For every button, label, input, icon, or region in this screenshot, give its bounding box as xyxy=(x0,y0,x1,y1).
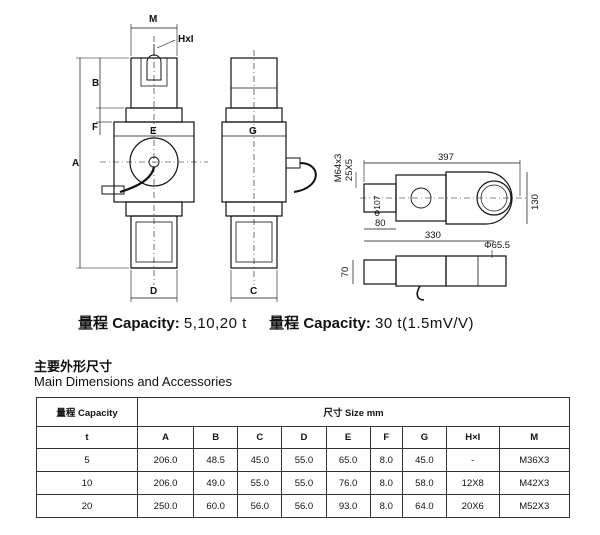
table-cell: 250.0 xyxy=(136,494,195,518)
table-row: t A B C D E F G H×I M xyxy=(36,425,570,450)
column-header: D xyxy=(281,425,327,450)
column-header: M xyxy=(498,425,570,450)
table-cell: 58.0 xyxy=(401,471,448,496)
table-cell: 60.0 xyxy=(193,494,239,518)
dimensions-table: 量程 Capacity 尺寸 Size mm t A B C D E F G H… xyxy=(36,397,570,518)
size-header-cell: 尺寸 Size mm xyxy=(137,397,570,427)
capacity-cn-2: 量程 xyxy=(269,315,300,332)
table-cell: 20X6 xyxy=(446,494,500,518)
table-cell: 56.0 xyxy=(281,494,327,518)
column-header: H×I xyxy=(446,425,500,450)
capacity-label-1: Capacity: xyxy=(112,315,180,332)
dim-d-label: D xyxy=(150,286,157,297)
column-header: C xyxy=(237,425,283,450)
table-row: 10 206.0 49.0 55.0 55.0 76.0 8.0 58.0 12… xyxy=(36,471,570,496)
column-header: A xyxy=(136,425,195,450)
table-cell: 55.0 xyxy=(237,471,283,496)
dim-bore-label: Φ107 xyxy=(372,195,382,216)
dim-a-label: A xyxy=(72,158,79,169)
table-cell: - xyxy=(446,448,500,473)
dim-c-label: C xyxy=(250,286,257,297)
side-view xyxy=(221,50,317,302)
table-cell: 45.0 xyxy=(237,448,283,473)
capacity-value-1: 5,10,20 t xyxy=(183,315,247,332)
left-front-view xyxy=(76,24,208,302)
table-cell: 93.0 xyxy=(325,494,371,518)
table-cell: 65.0 xyxy=(325,448,371,473)
table-cell: 10 xyxy=(36,471,138,496)
dim-thread-label: M64x3 xyxy=(333,154,344,183)
dim-hxi-label: HxI xyxy=(178,34,194,45)
dim-b-label: B xyxy=(92,78,99,89)
capacity-value-2: 30 t(1.5mV/V) xyxy=(375,315,475,332)
capacity-label-2: Capacity: xyxy=(303,315,371,332)
section-title-en: Main Dimensions and Accessories xyxy=(34,374,232,389)
table-cell: 49.0 xyxy=(193,471,239,496)
dim-phi65-label: Φ65.5 xyxy=(484,240,510,251)
dim-80-label: 80 xyxy=(375,218,386,229)
table-cell: 8.0 xyxy=(369,494,403,518)
column-header: G xyxy=(401,425,448,450)
table-cell: 5 xyxy=(36,448,138,473)
table-row: 20 250.0 60.0 56.0 56.0 93.0 8.0 64.0 20… xyxy=(36,494,570,518)
table-cell: M42X3 xyxy=(498,471,570,496)
table-cell: 20 xyxy=(36,494,138,518)
capacity-cn-1: 量程 xyxy=(78,315,109,332)
dim-397-label: 397 xyxy=(438,152,454,163)
table-cell: 206.0 xyxy=(136,448,195,473)
column-header: t xyxy=(36,425,138,450)
dim-g-label: G xyxy=(249,126,257,137)
dim-depth-label: 25X5 xyxy=(344,159,355,181)
capacity-line: 量程 Capacity: 5,10,20 t 量程 Capacity: 30 t… xyxy=(78,312,474,333)
table-cell: 206.0 xyxy=(136,471,195,496)
table-cell: 12X8 xyxy=(446,471,500,496)
dim-e-label: E xyxy=(150,126,157,137)
table-cell: M52X3 xyxy=(498,494,570,518)
table-cell: 8.0 xyxy=(369,471,403,496)
table-cell: 76.0 xyxy=(325,471,371,496)
right-30t-view xyxy=(352,160,528,301)
dim-70-label: 70 xyxy=(340,267,351,278)
table-cell: 64.0 xyxy=(401,494,448,518)
dim-f-label: F xyxy=(92,122,98,133)
column-header: B xyxy=(193,425,239,450)
table-cell: 8.0 xyxy=(369,448,403,473)
column-header: E xyxy=(325,425,371,450)
table-cell: 55.0 xyxy=(281,471,327,496)
table-cell: 56.0 xyxy=(237,494,283,518)
table-cell: 55.0 xyxy=(281,448,327,473)
table-cell: M36X3 xyxy=(498,448,570,473)
dim-130-label: 130 xyxy=(530,194,541,210)
capacity-header-cell: 量程 Capacity xyxy=(36,397,138,427)
technical-drawing: M HxI B F A E D G C 397 130 80 330 Φ65.5… xyxy=(72,14,541,302)
table-row: 5 206.0 48.5 45.0 55.0 65.0 8.0 45.0 - M… xyxy=(36,448,570,473)
dim-m-label: M xyxy=(149,14,157,25)
table-cell: 45.0 xyxy=(401,448,448,473)
table-cell: 48.5 xyxy=(193,448,239,473)
dim-330-label: 330 xyxy=(425,230,441,241)
section-title-cn: 主要外形尺寸 xyxy=(34,359,113,374)
column-header: F xyxy=(369,425,403,450)
